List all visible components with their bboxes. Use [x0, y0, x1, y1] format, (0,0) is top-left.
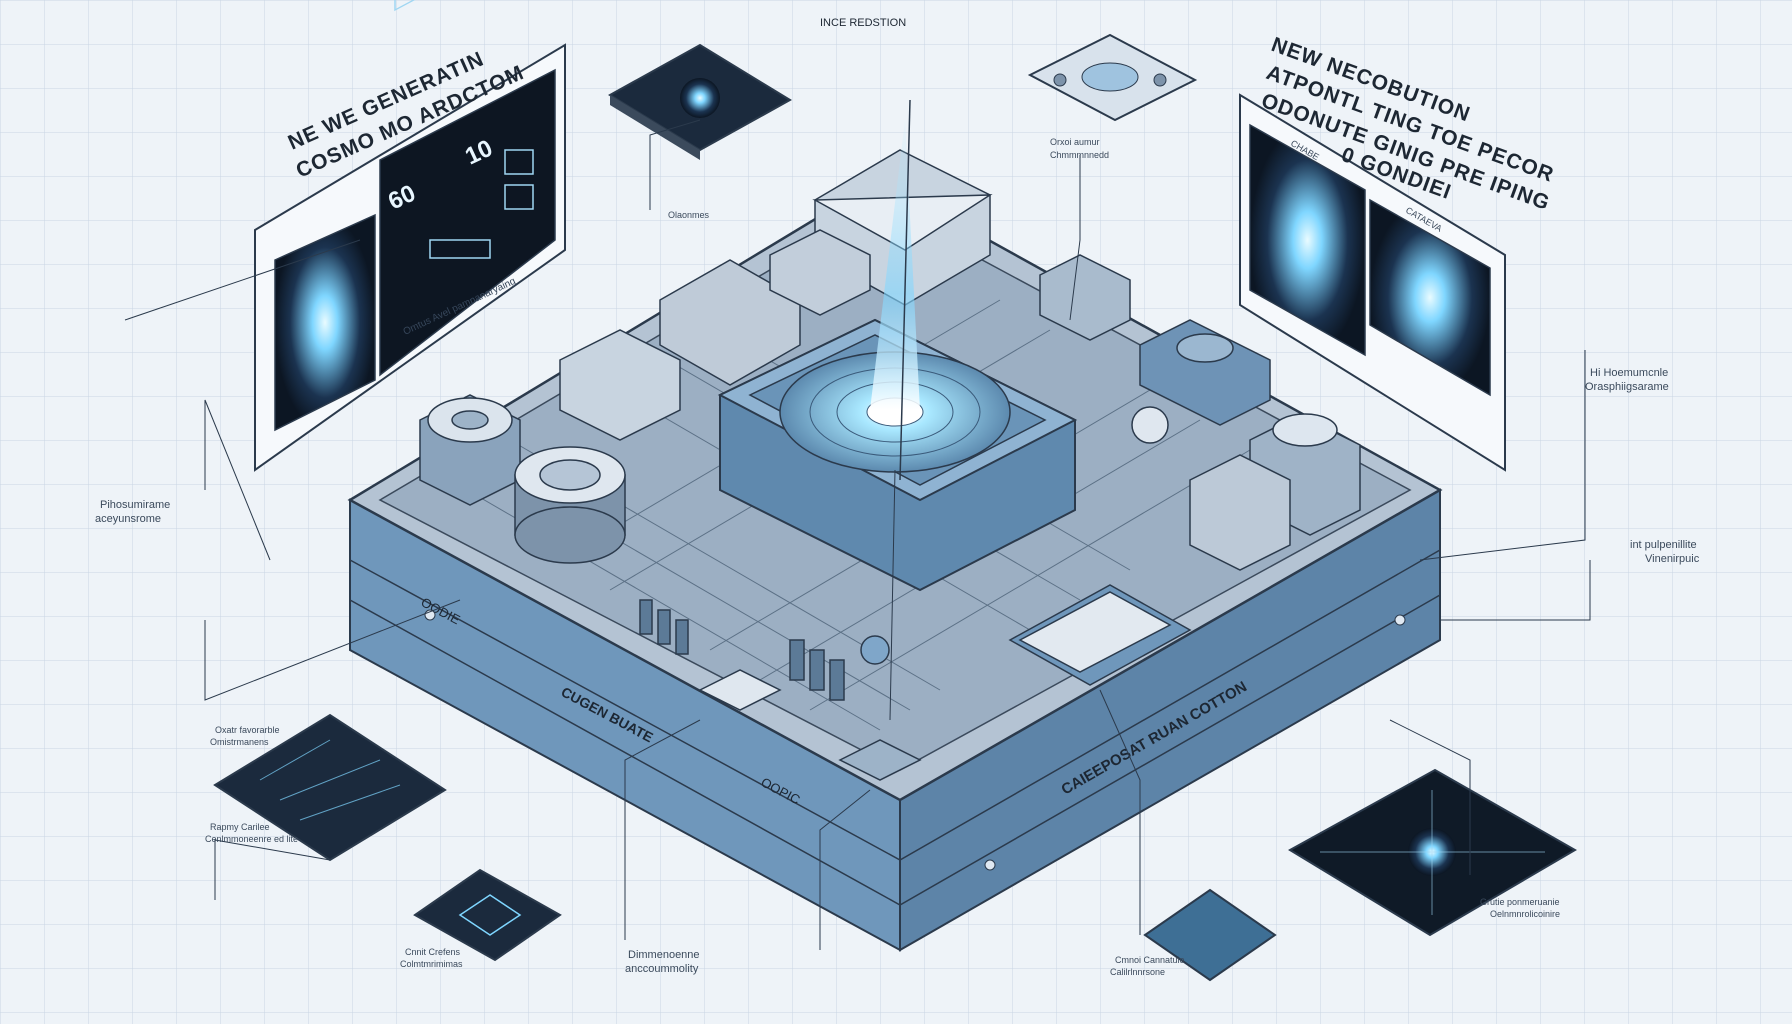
- leader-lines: [124, 119, 1591, 950]
- callout-left-low-1: Oxatr favorarble: [215, 725, 280, 735]
- callout-bottom-left-1: Rapmy Carilee: [210, 822, 270, 832]
- right-cube: [1189, 454, 1291, 571]
- floating-module-top-right: [1027, 33, 1198, 122]
- left-panel-display: [379, 68, 556, 377]
- callout-far-right-1: Grutie ponmeruanie: [1480, 897, 1560, 907]
- floating-chip-left: [213, 713, 447, 862]
- right-cylinder-block: [1139, 319, 1271, 426]
- callout-bottom-chip-2: Colmtmrimimas: [400, 959, 463, 969]
- callout-bottom-center-2: anccoummolity: [625, 963, 699, 975]
- callout-bottom-left-2: Cenlmmoneenre ed lite: [205, 834, 298, 844]
- callout-far-right-2: Oelnmnrolicoinire: [1490, 909, 1560, 919]
- floating-chip-bottom-left: [413, 868, 562, 962]
- callout-bottom-chip-1: Cnnit Crefens: [405, 947, 461, 957]
- callout-left-low-2: Omistrmanens: [210, 737, 269, 747]
- callout-labels: Pihosumirame aceyunsrome Oxatr favorarbl…: [95, 137, 1700, 977]
- memory-module-a: [659, 259, 801, 386]
- callout-bottom-center-1: Dimmenoenne: [628, 949, 700, 961]
- callout-bottom-right-1: Cmnoi Cannatuie: [1115, 955, 1185, 965]
- central-processor: [717, 99, 1078, 721]
- callout-left-mid-1: Pihosumirame: [100, 499, 170, 511]
- callout-right-low-2: Vinenirpuic: [1645, 553, 1700, 565]
- callout-right-mid-1: Hi Hoemumcnle: [1590, 367, 1668, 379]
- left-cooler-block: [419, 394, 521, 506]
- floating-chip-bottom-right: [1288, 768, 1577, 937]
- floating-chip-bottom-center: [1143, 888, 1277, 982]
- callout-bottom-right-2: Calilrlnnrsone: [1110, 967, 1165, 977]
- callout-top-center-1: Orxoi aumur: [1050, 137, 1100, 147]
- callout-top-center-2: Chmmmnnedd: [1050, 150, 1109, 160]
- callout-top-left-1: Olaonmes: [668, 210, 710, 220]
- right-panel-screen-1: [1249, 123, 1366, 357]
- top-center-label: INCE REDSTION: [820, 17, 906, 29]
- callout-left-mid-2: aceyunsrome: [95, 513, 161, 525]
- left-panel-star-image: [274, 213, 376, 432]
- right-panel-screen-2: [1369, 198, 1491, 397]
- callout-right-mid-2: Orasphiigsarame: [1585, 381, 1669, 393]
- lens-cylinder: [514, 446, 626, 564]
- callout-right-low-1: int pulpenillite: [1630, 539, 1697, 551]
- floating-chip-top: [608, 43, 792, 160]
- left-info-panel: 60 10 Omtus Avel pamnanaryaing NE WE GEN…: [254, 0, 566, 472]
